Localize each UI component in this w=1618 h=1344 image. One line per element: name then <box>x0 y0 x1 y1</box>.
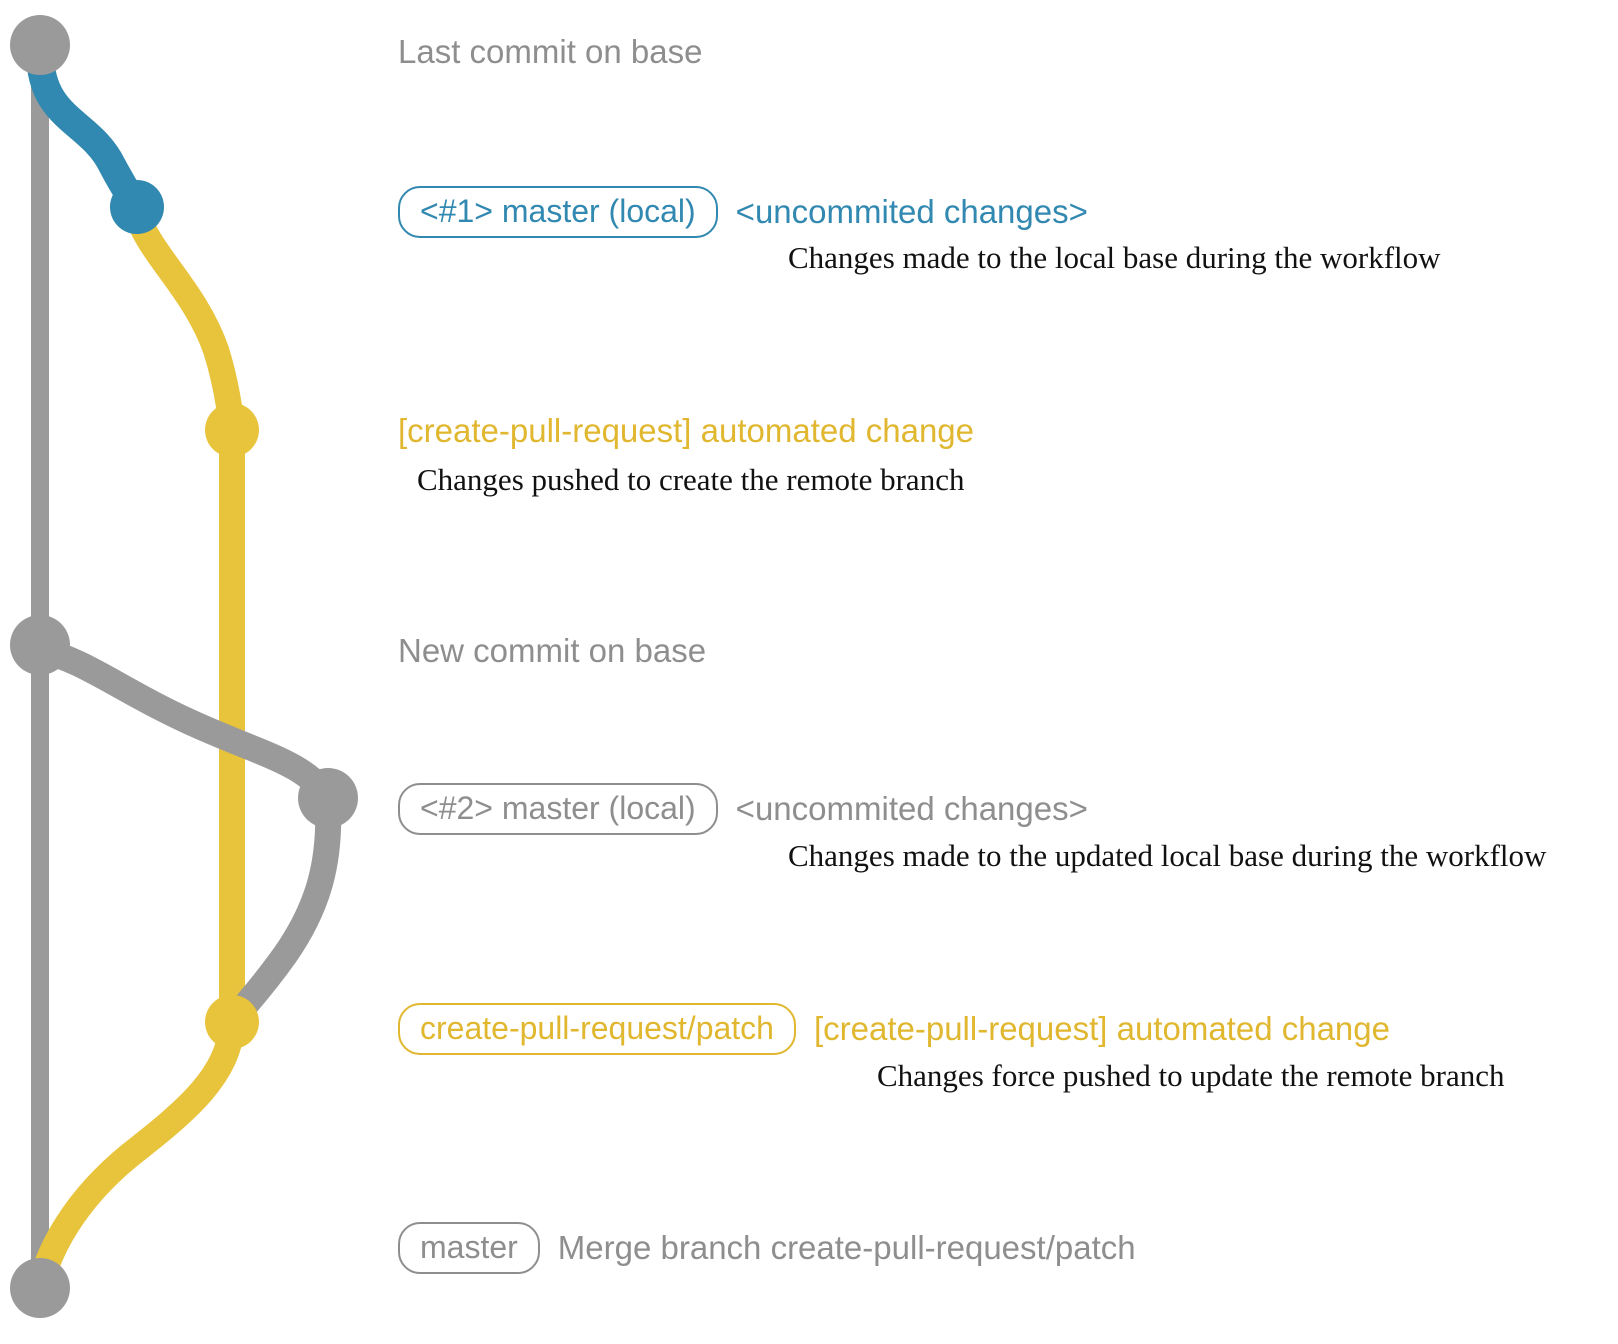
commit-node-merge-commit[interactable] <box>10 1258 70 1318</box>
row-merge-commit: master Merge branch create-pull-request/… <box>398 1222 1136 1274</box>
row-master-local-2: <#2> master (local) <uncommited changes> <box>398 783 1088 835</box>
commit-graph <box>10 15 358 1318</box>
caption-master-local-2: Changes made to the updated local base d… <box>788 838 1547 873</box>
commit-node-automated-change-2[interactable] <box>205 995 259 1049</box>
edge-local-1-to-patch-1 <box>124 201 245 443</box>
branch-badge-master-local-2[interactable]: <#2> master (local) <box>398 783 718 835</box>
edge-base-to-local-2 <box>27 637 341 811</box>
branch-badge-create-pull-request-patch[interactable]: create-pull-request/patch <box>398 1003 796 1055</box>
row-new-commit-on-base: New commit on base <box>398 632 706 670</box>
commit-node-master-local-1[interactable] <box>110 180 164 234</box>
commit-node-new-commit-on-base[interactable] <box>10 615 70 675</box>
edge-patch-2-to-merge <box>27 1012 245 1301</box>
commit-node-automated-change-1[interactable] <box>205 403 259 457</box>
commit-subject-automated-change-2: [create-pull-request] automated change <box>813 1010 1390 1047</box>
row-last-commit-on-base: Last commit on base <box>398 33 702 71</box>
commit-node-last-commit-on-base[interactable] <box>10 15 70 75</box>
edge-local-2-to-patch-2 <box>219 793 342 1035</box>
caption-master-local-1: Changes made to the local base during th… <box>788 240 1441 275</box>
commit-subject-master-local-1: <uncommited changes> <box>735 193 1088 230</box>
edge-base-to-local-1 <box>26 38 151 221</box>
row-automated-change-2: create-pull-request/patch [create-pull-r… <box>398 1003 1390 1055</box>
commit-subject-last-commit-on-base: Last commit on base <box>398 33 703 70</box>
caption-automated-change-2: Changes force pushed to update the remot… <box>877 1058 1505 1093</box>
commit-subject-automated-change-1: [create-pull-request] automated change <box>398 412 975 449</box>
branch-badge-master-local-1[interactable]: <#1> master (local) <box>398 186 718 238</box>
row-automated-change-1: [create-pull-request] automated change <box>398 412 974 450</box>
commit-subject-merge-commit: Merge branch create-pull-request/patch <box>557 1229 1136 1266</box>
caption-automated-change-1: Changes pushed to create the remote bran… <box>417 462 965 497</box>
commit-subject-master-local-2: <uncommited changes> <box>735 790 1088 827</box>
commit-node-master-local-2[interactable] <box>298 768 358 828</box>
branch-badge-master[interactable]: master <box>398 1222 540 1274</box>
row-master-local-1: <#1> master (local) <uncommited changes> <box>398 186 1088 238</box>
commit-subject-new-commit-on-base: New commit on base <box>398 632 707 669</box>
